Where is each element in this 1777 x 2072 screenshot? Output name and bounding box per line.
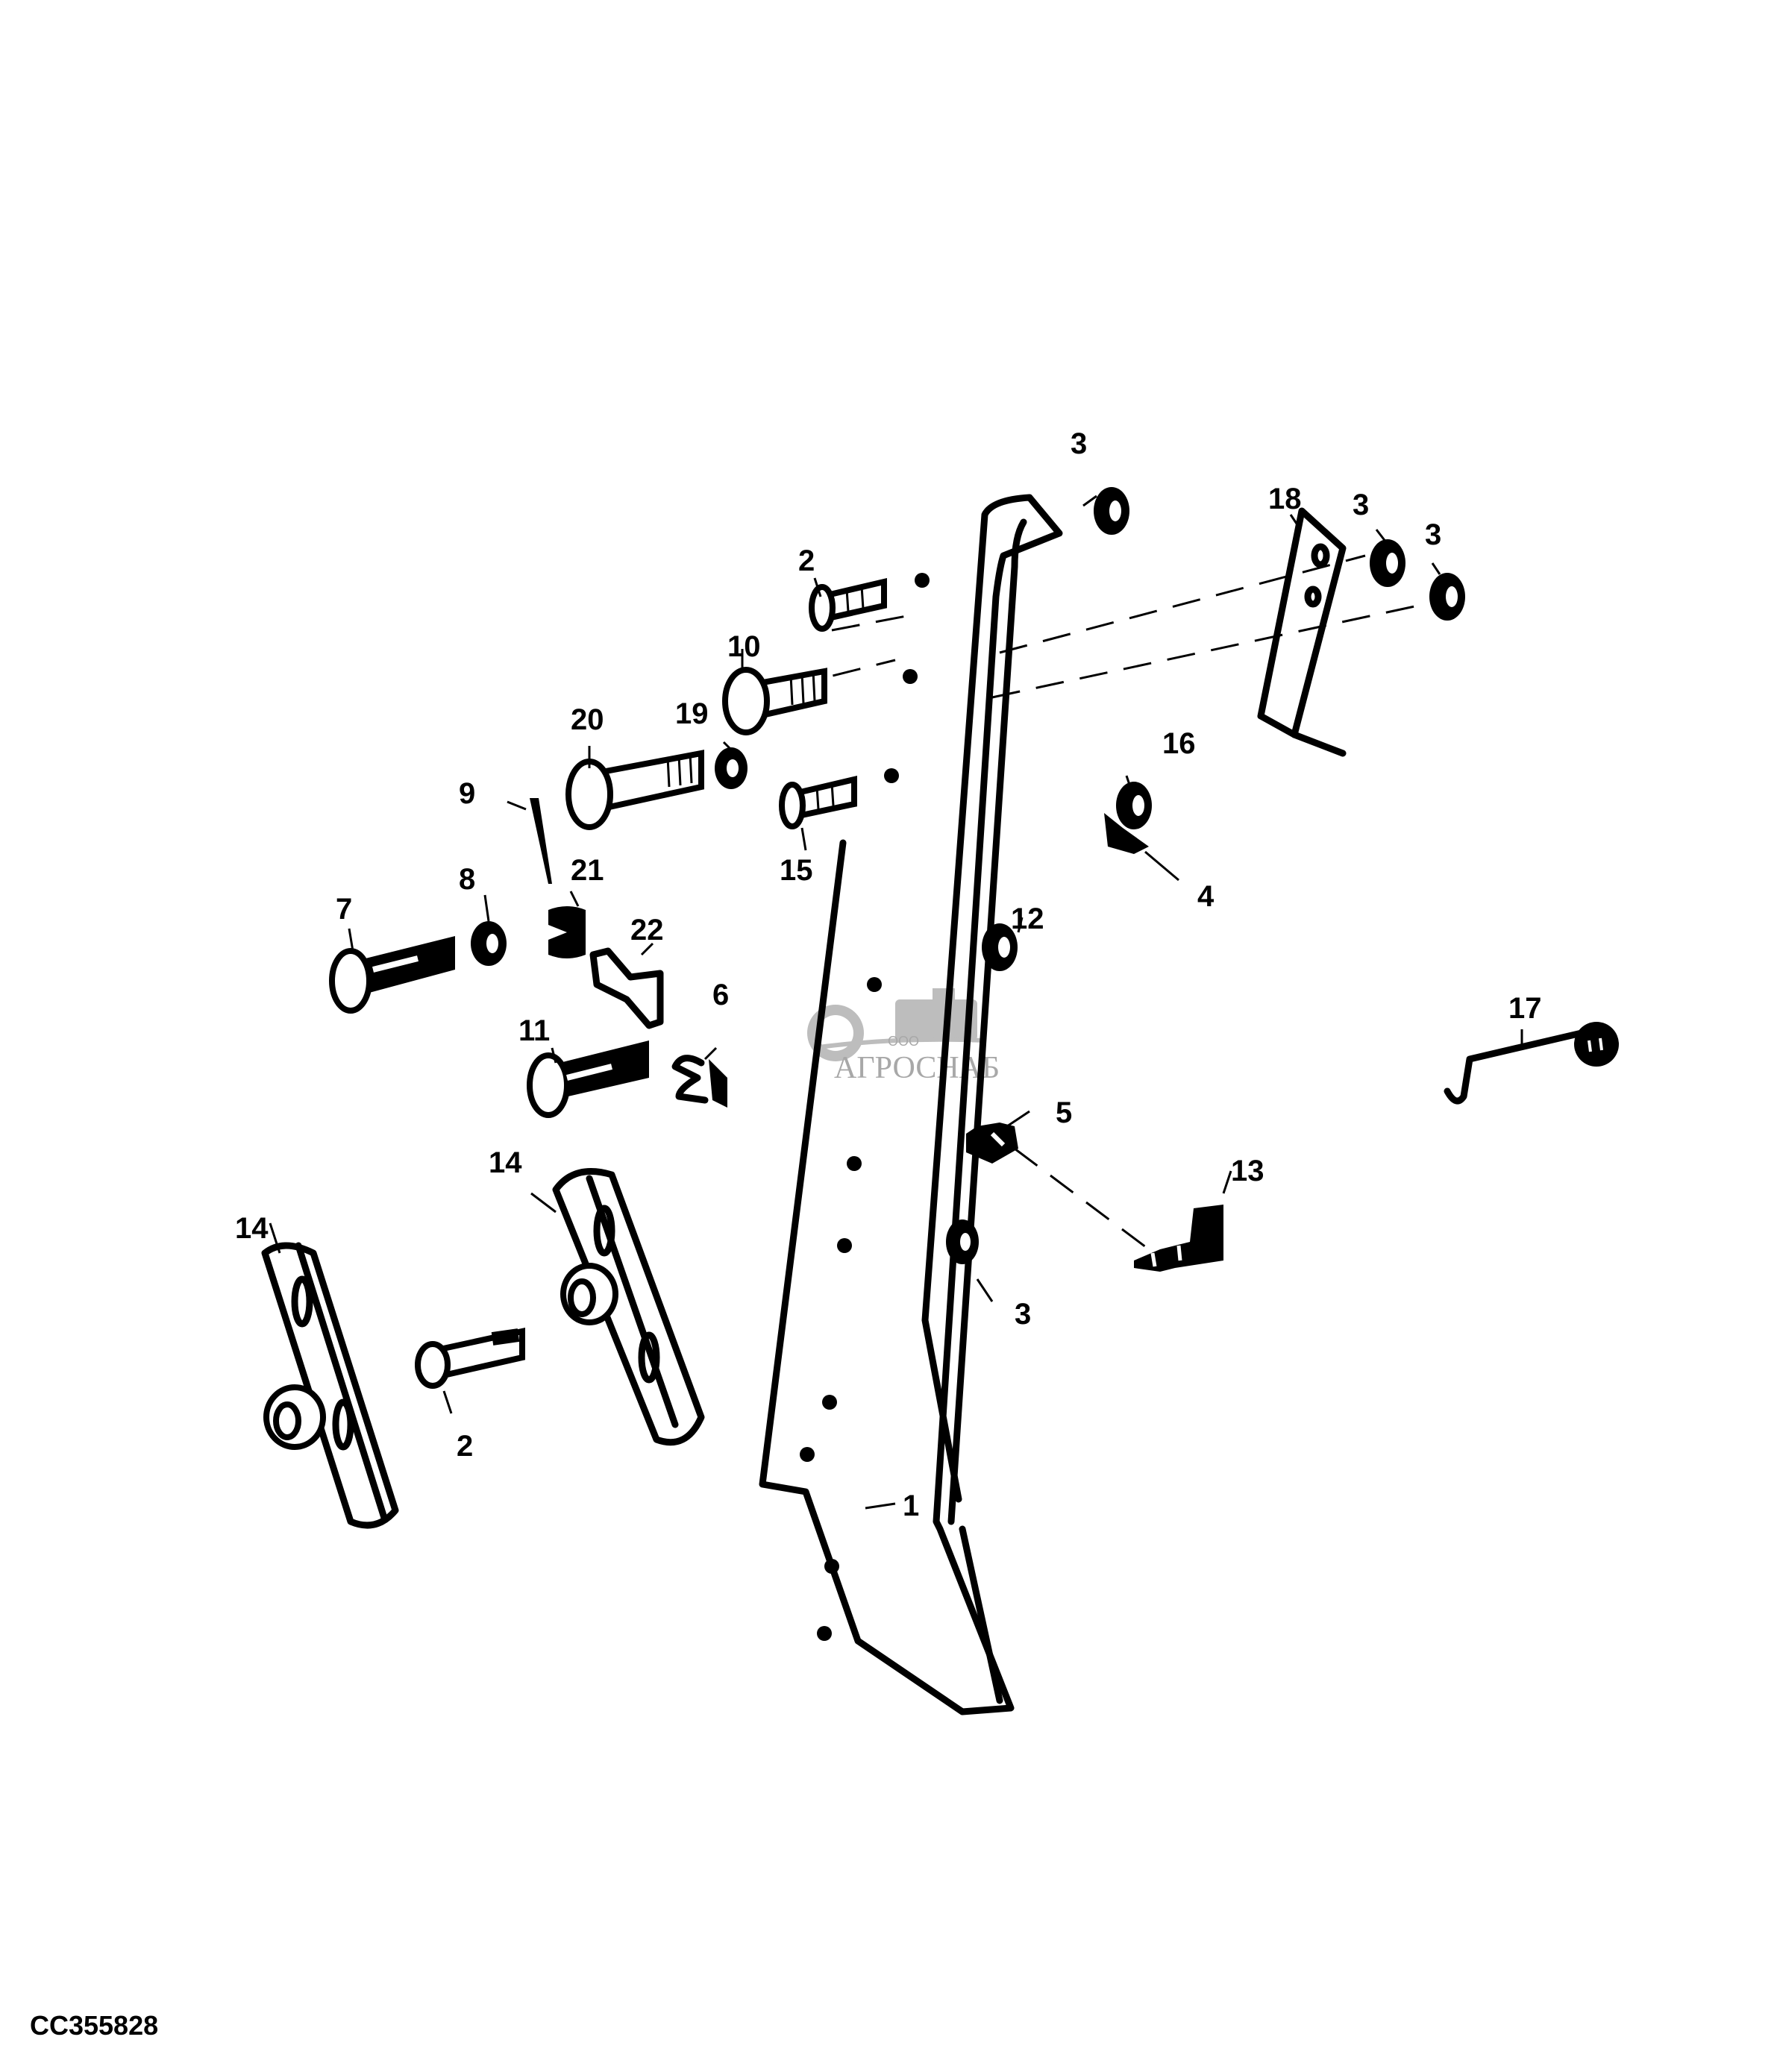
callout-17: 17: [1508, 992, 1542, 1025]
callout-3-bottom: 3: [1015, 1298, 1031, 1331]
part-shank: [759, 494, 1063, 1715]
callout-3-top: 3: [1071, 427, 1087, 460]
nut-3-right-a: [1370, 539, 1405, 587]
nut-8: [471, 921, 507, 966]
watermark-logo: ООО АГРОСНАБ: [807, 988, 1000, 1085]
carriage-bolt-2-top: [809, 577, 887, 632]
nut-3-bottom: [946, 1219, 979, 1264]
mounting-plate-14-left: [261, 1242, 399, 1529]
callout-8: 8: [459, 863, 475, 896]
callout-16: 16: [1162, 727, 1196, 760]
callout-1: 1: [903, 1489, 919, 1522]
callout-12: 12: [1011, 902, 1044, 935]
point-18: [1257, 507, 1347, 757]
callout-21: 21: [571, 854, 604, 887]
bracket-4: [1104, 813, 1149, 854]
latch-22: [589, 947, 664, 1029]
bolt-11: [527, 1040, 649, 1118]
nut-16: [1116, 782, 1152, 829]
carriage-bolt-2-bottom: [415, 1328, 525, 1389]
callout-6: 6: [712, 979, 729, 1011]
bracket-13: [1134, 1205, 1223, 1272]
callout-11: 11: [518, 1014, 550, 1047]
spring-17: [1444, 1022, 1619, 1105]
callout-18: 18: [1268, 483, 1302, 515]
leader-lines: [269, 495, 1523, 1510]
callout-4: 4: [1197, 880, 1215, 913]
callout-3-right-a: 3: [1353, 489, 1369, 521]
clip-6: [671, 1055, 727, 1108]
nut-3-top: [1094, 487, 1129, 535]
washer-19: [715, 747, 748, 789]
callout-15: 15: [780, 854, 813, 887]
callout-20: 20: [571, 703, 604, 736]
callout-10: 10: [727, 630, 761, 663]
bolt-7: [329, 936, 455, 1014]
carriage-bolt-15: [779, 775, 857, 829]
watermark-prefix: ООО: [888, 1034, 919, 1049]
assembly-lines: [745, 554, 1426, 1262]
callout-19: 19: [675, 697, 709, 730]
callouts: 1 2 2 3 3 3 3 4 5 6 7 8 9 10 11 12 13 14…: [235, 427, 1542, 1522]
cotter-pin-9: [530, 798, 552, 884]
nut-3-right-b: [1429, 573, 1465, 621]
callout-22: 22: [630, 914, 664, 946]
callout-7: 7: [336, 893, 352, 926]
callout-3-right-b: 3: [1425, 518, 1441, 551]
bolt-10: [722, 667, 827, 735]
callout-13: 13: [1231, 1155, 1264, 1187]
spacer-21: [548, 906, 586, 958]
callout-9: 9: [459, 777, 475, 810]
bolt-20: [565, 750, 704, 830]
watermark-name: АГРОСНАБ: [834, 1051, 1000, 1085]
bracket-5: [966, 1123, 1018, 1164]
mounting-plate-14-right: [552, 1168, 705, 1446]
callout-14-right: 14: [489, 1146, 522, 1179]
callout-2-bottom: 2: [457, 1430, 473, 1463]
nut-12: [982, 923, 1018, 971]
callout-5: 5: [1056, 1096, 1072, 1129]
figure-id: CC355828: [30, 2010, 158, 2041]
callout-14-left: 14: [235, 1212, 269, 1245]
callout-2-top: 2: [798, 544, 815, 577]
